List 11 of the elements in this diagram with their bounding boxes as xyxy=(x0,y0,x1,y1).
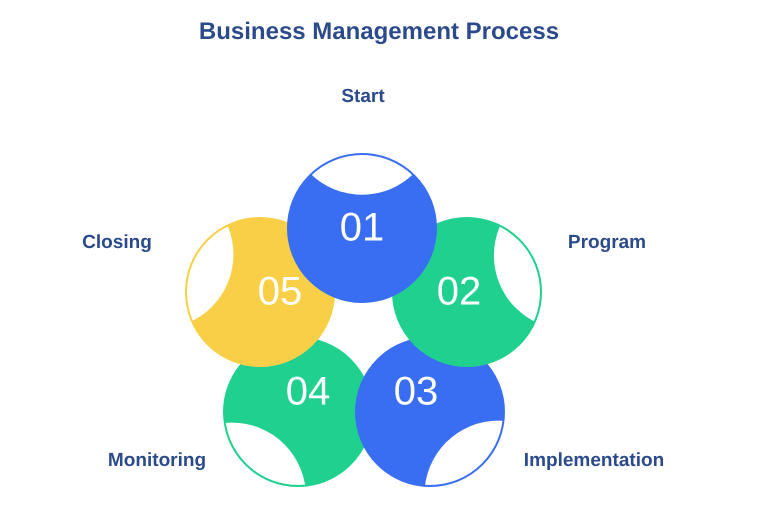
step-number: 05 xyxy=(258,270,302,314)
stage-label: Implementation xyxy=(524,450,664,472)
step-number: 02 xyxy=(436,270,482,314)
stage-label: Start xyxy=(341,86,385,108)
stage-label: Monitoring xyxy=(108,450,206,472)
step-number: 03 xyxy=(394,370,438,414)
step-number: 01 xyxy=(340,206,384,250)
stage-label: Program xyxy=(568,232,646,254)
step-number: 04 xyxy=(286,370,330,414)
diagram-title: Business Management Process xyxy=(198,18,560,46)
stage-label: Closing xyxy=(82,232,152,254)
